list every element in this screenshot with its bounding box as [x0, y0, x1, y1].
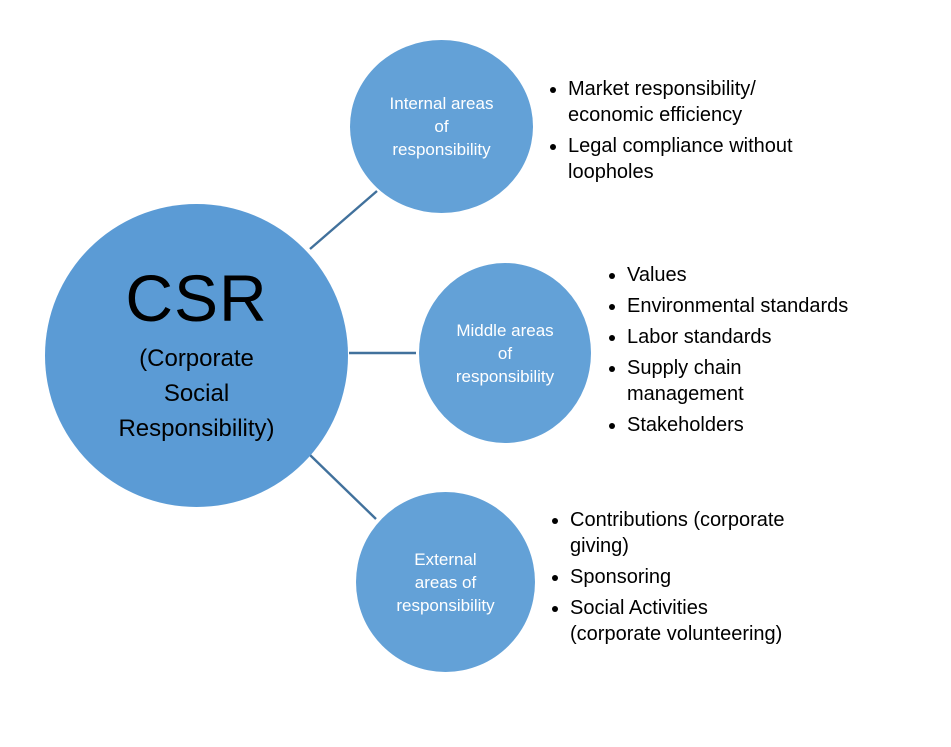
middle-bullet-list: Values Environmental standards Labor sta…	[603, 262, 951, 438]
middle-areas-label: Middle areas of responsibility	[455, 320, 555, 386]
connector-external	[309, 454, 377, 520]
bullet-item: Labor standards	[627, 324, 951, 350]
middle-areas-circle: Middle areas of responsibility	[419, 263, 591, 443]
external-bullet-list: Contributions (corporate giving) Sponsor…	[546, 507, 920, 647]
bullet-text: Labor standards	[627, 326, 772, 348]
bullet-item: Supply chain management	[627, 355, 951, 407]
bullet-text: Legal compliance without loopholes	[568, 135, 793, 183]
bullet-item: Market responsibility/ economic efficien…	[568, 76, 898, 128]
bullet-item: Contributions (corporate giving)	[570, 507, 920, 559]
connector-internal	[309, 190, 378, 250]
bullet-text: Stakeholders	[627, 414, 744, 436]
bullet-text: Values	[627, 264, 687, 286]
internal-areas-circle: Internal areas of responsibility	[350, 40, 533, 213]
bullet-item: Environmental standards	[627, 293, 951, 319]
external-areas-circle: External areas of responsibility	[356, 492, 535, 672]
internal-bullet-list: Market responsibility/ economic efficien…	[544, 76, 898, 185]
bullet-item: Sponsoring	[570, 564, 920, 590]
bullet-text: Market responsibility/ economic efficien…	[568, 78, 756, 126]
csr-full-name: (Corporate Social Responsibility)	[118, 345, 275, 442]
external-areas-label: External areas of responsibility	[396, 549, 495, 615]
bullet-text: Environmental standards	[627, 295, 849, 317]
bullet-item: Legal compliance without loopholes	[568, 133, 898, 185]
bullet-text: Contributions (corporate giving)	[570, 509, 785, 557]
csr-acronym: CSR	[125, 261, 268, 335]
bullet-item: Stakeholders	[627, 412, 951, 438]
bullet-text: Sponsoring	[570, 566, 672, 588]
bullet-item: Social Activities (corporate volunteerin…	[570, 595, 920, 647]
internal-areas-label: Internal areas of responsibility	[389, 94, 494, 159]
csr-center-circle: CSR (Corporate Social Responsibility)	[45, 204, 348, 507]
bullet-text: Supply chain management	[627, 357, 744, 405]
bullet-item: Values	[627, 262, 951, 288]
bullet-text: Social Activities (corporate volunteerin…	[570, 597, 783, 645]
